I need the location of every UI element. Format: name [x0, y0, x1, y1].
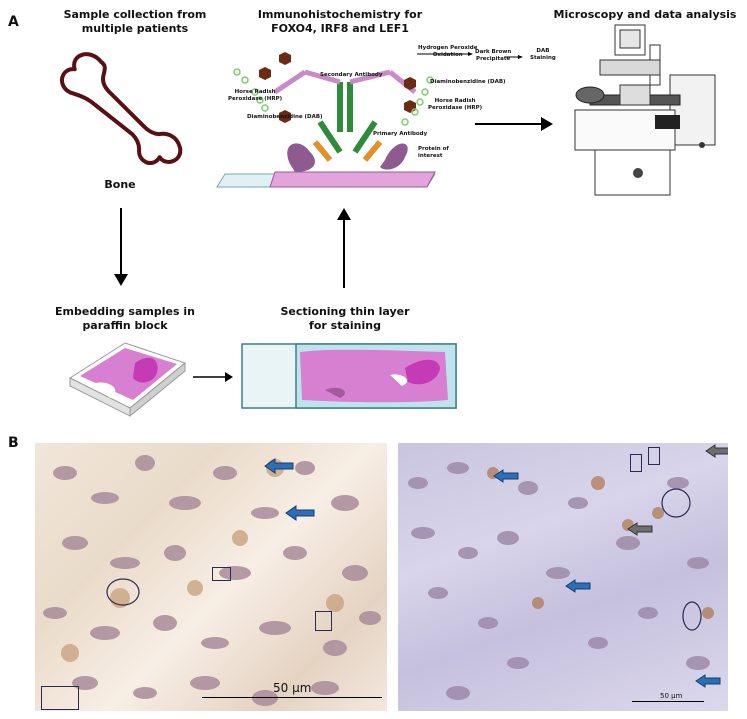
ihc-label-dab-staining: DAB Staining	[530, 48, 556, 62]
ihc-label-secondary: Secondary Antibody	[320, 72, 383, 78]
ihc-label-dab-staining-1: DAB	[536, 48, 550, 54]
ihc-diagram	[216, 52, 523, 188]
ihc-label-hrp-left-2: Peroxidase (HRP)	[228, 96, 283, 102]
ihc-label-protein: Protein of interest	[418, 146, 449, 160]
step1-title-line2: multiple patients	[81, 22, 189, 35]
step5-title-line2: for staining	[309, 319, 381, 332]
paraffin-block-icon	[68, 342, 187, 418]
bone-label: Bone	[104, 178, 136, 191]
micrograph-left-cells	[43, 455, 381, 706]
micrograph-right: 50 μm	[398, 443, 728, 711]
arrow-blue-icon	[285, 505, 315, 521]
square-marker-icon	[41, 686, 79, 710]
scale-label-right: 50 μm	[660, 692, 683, 700]
ihc-label-dark-brown: Dark Brown Precipitate	[475, 49, 511, 63]
arrow-up-icon	[337, 208, 351, 288]
arrow-blue-icon	[264, 458, 294, 474]
scale-label-left: 50 μm	[273, 681, 312, 695]
step4-title-line1: Embedding samples in	[55, 305, 195, 318]
ihc-label-dab-staining-2: Staining	[530, 55, 556, 61]
ihc-label-hrp-right-2: Peroxidase (HRP)	[428, 105, 483, 111]
step1-title-line1: Sample collection from	[63, 8, 207, 21]
ihc-label-hydrogen-1: Hydrogen Peroxide	[418, 45, 478, 51]
step4-title-line2: paraffin block	[82, 319, 168, 332]
ihc-label-hydrogen-2: Oxidation	[432, 52, 463, 58]
microscope-icon	[574, 24, 716, 196]
step4-title: Embedding samples in paraffin block	[50, 305, 200, 333]
panel-a-letter: A	[8, 14, 19, 30]
step2-title: Immunohistochemistry for FOXO4, IRF8 and…	[240, 8, 440, 36]
ihc-label-hrp-left-1: Horse Radish	[234, 89, 276, 95]
ihc-label-dab-right: Diaminobenzidine (DAB)	[430, 79, 506, 85]
ihc-label-dark-brown-1: Dark Brown	[475, 49, 512, 55]
square-marker-icon	[630, 454, 642, 472]
circle-marker-icon	[661, 488, 691, 518]
step5-title: Sectioning thin layer for staining	[270, 305, 420, 333]
arrow-blue-icon	[493, 469, 519, 483]
ihc-label-primary: Primary Antibody	[373, 131, 428, 137]
micrograph-right-cells	[408, 462, 714, 700]
arrow-gray-icon	[705, 444, 728, 458]
step2-title-line2: FOXO4, IRF8 and LEF1	[271, 22, 409, 35]
arrow-gray-icon	[627, 522, 653, 536]
ihc-label-hrp-right-1: Horse Radish	[434, 98, 476, 104]
circle-marker-icon	[106, 578, 140, 606]
arrow-blue-icon	[695, 674, 721, 688]
step1-title: Sample collection from multiple patients	[60, 8, 210, 36]
ihc-label-protein-2: interest	[418, 153, 443, 159]
scale-bar	[202, 697, 382, 698]
ihc-label-hydrogen: Hydrogen Peroxide Oxidation	[418, 45, 477, 59]
ihc-label-protein-1: Protein of	[418, 146, 449, 152]
step2-title-line1: Immunohistochemistry for	[257, 8, 423, 21]
square-marker-icon	[648, 447, 660, 465]
step3-title: Microscopy and data analysis	[553, 8, 737, 21]
glass-slide-icon	[241, 343, 457, 409]
panel-b-letter: B	[8, 435, 19, 451]
square-marker-icon	[315, 611, 332, 631]
square-marker-icon	[212, 567, 231, 581]
step5-title-line1: Sectioning thin layer	[280, 305, 410, 318]
circle-marker-icon	[682, 601, 702, 631]
arrow-right-small-icon	[193, 372, 233, 382]
ihc-label-dark-brown-2: Precipitate	[476, 56, 511, 62]
arrow-down-icon	[114, 208, 128, 286]
micrograph-left: 50 μm	[35, 443, 387, 711]
bone-icon	[60, 52, 183, 166]
arrow-blue-icon	[565, 579, 591, 593]
ihc-label-hrp-right: Horse Radish Peroxidase (HRP)	[428, 98, 482, 112]
scale-bar	[632, 701, 704, 702]
ihc-label-hrp-left: Horse Radish Peroxidase (HRP)	[228, 89, 282, 103]
ihc-label-dab-left: Diaminobenzidine (DAB)	[247, 114, 323, 120]
arrow-right-icon	[475, 117, 553, 131]
